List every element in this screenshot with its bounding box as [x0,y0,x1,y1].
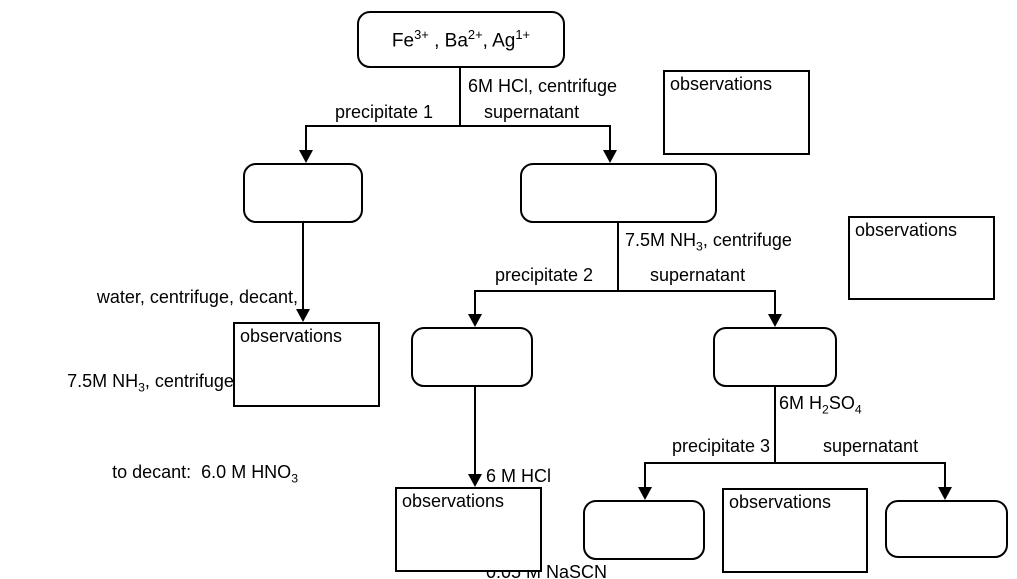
connector-precipitate3-drop [644,462,646,488]
label-precipitate1-treatment-line3: to decant: 6.0 M HNO3 [112,461,298,486]
connector-supernatant1-drop [609,125,611,151]
start-node: Fe3+ , Ba2+, Ag1+ [357,11,565,68]
arrowhead-supernatant1 [603,150,617,163]
connector-supernatant2-drop [774,290,776,315]
label-step3-supernatant: supernatant [823,436,919,456]
observations-box-2-label: observations [855,220,958,240]
precipitate1-result-box [243,163,363,223]
precipitate3-result-box [583,500,705,560]
observations-box-2: observations [848,216,995,300]
label-step1-reagent: 6M HCl, centrifuge [468,76,618,96]
connector-start-down [459,68,461,125]
connector-step2-branch [474,290,776,292]
connector-precipitate2-drop [474,290,476,315]
label-step3-right-reagent: 6M H2SO4 [779,393,862,417]
arrowhead-observations-3 [296,309,310,322]
arrowhead-supernatant2 [768,314,782,327]
observations-box-4-label: observations [402,491,505,511]
arrowhead-precipitate2 [468,314,482,327]
connector-precipitate2-test [474,387,476,475]
observations-box-3-label: observations [240,326,343,346]
label-step2-supernatant: supernatant [650,265,746,285]
connector-precipitate1-treatment [302,223,304,310]
label-step3-precipitate: precipitate 3 [671,436,770,456]
arrowhead-supernatant3 [938,487,952,500]
label-step3-left-reagent-line1: 6 M HCl [486,466,552,486]
precipitate2-result-box [411,327,533,387]
connector-supernatant3-drop [944,462,946,488]
observations-box-3: observations [233,322,380,407]
connector-supernatant1-down [617,223,619,290]
supernatant3-result-box [885,500,1008,558]
connector-precipitate1-drop [305,125,307,151]
connector-step1-branch [305,125,611,127]
connector-supernatant2-down [774,387,776,462]
label-step1-precipitate: precipitate 1 [334,102,433,122]
observations-box-5-label: observations [729,492,832,512]
observations-box-5: observations [722,488,868,573]
observations-box-4: observations [395,487,542,572]
label-step2-precipitate: precipitate 2 [494,265,593,285]
label-step1-supernatant: supernatant [484,102,580,122]
label-step2-reagent: 7.5M NH3, centrifuge [625,230,792,254]
supernatant2-result-box [713,327,837,387]
label-precipitate1-treatment-line1: water, centrifuge, decant, [96,287,298,307]
start-node-label: Fe3+ , Ba2+, Ag1+ [391,26,531,52]
observations-box-1-label: observations [670,74,773,94]
observations-box-1: observations [663,70,810,155]
supernatant1-result-box [520,163,717,223]
arrowhead-observations-4 [468,474,482,487]
arrowhead-precipitate1 [299,150,313,163]
arrowhead-precipitate3 [638,487,652,500]
connector-step3-branch [644,462,946,464]
